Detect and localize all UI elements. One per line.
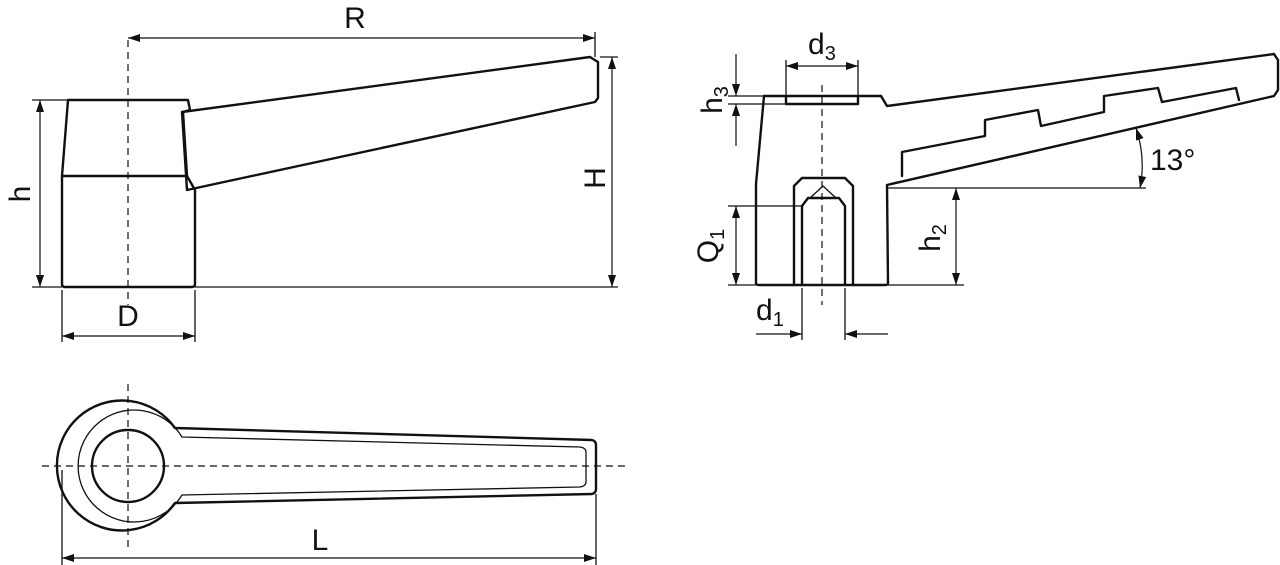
label-h3: h3	[696, 86, 733, 114]
side-insert-tip	[809, 185, 837, 199]
label-d3: d3	[808, 28, 836, 65]
front-view: R H h D	[4, 2, 618, 342]
label-L: L	[312, 524, 329, 557]
side-insert-inner	[800, 196, 847, 287]
side-view: d3 h3 Q1 d1 h2 13°	[692, 28, 1280, 340]
label-H: H	[579, 167, 612, 189]
top-view: L	[42, 384, 625, 565]
top-inner-contour	[77, 409, 587, 523]
top-outer-contour	[55, 399, 598, 532]
label-angle: 13°	[1150, 144, 1195, 177]
label-D: D	[117, 300, 139, 333]
front-lever-arm	[180, 55, 600, 192]
dim-angle-arc	[1135, 127, 1147, 189]
label-R: R	[344, 2, 366, 35]
label-Q1: Q1	[692, 229, 729, 263]
label-h: h	[4, 186, 37, 203]
side-ridge	[900, 86, 1241, 178]
label-d1: d1	[756, 294, 784, 331]
side-body-outline	[754, 52, 1280, 287]
side-insert-outer	[792, 176, 855, 287]
label-h2: h2	[914, 224, 951, 252]
